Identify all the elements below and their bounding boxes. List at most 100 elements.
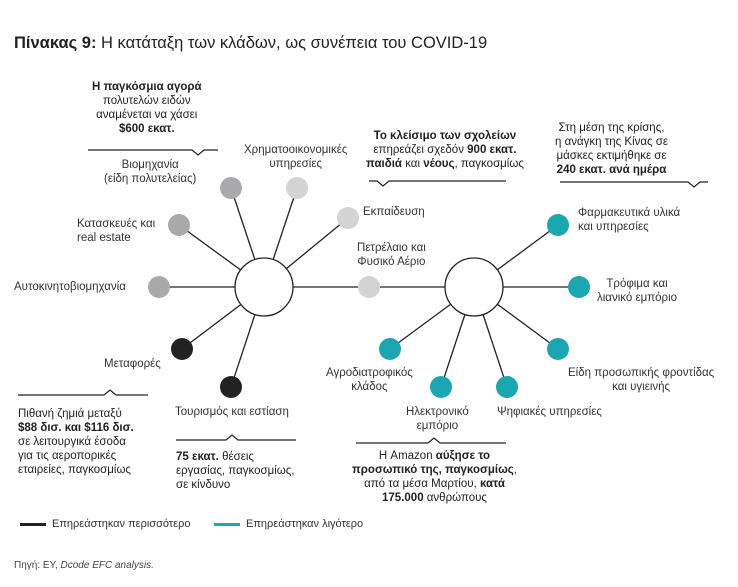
- note-airlines-l4: για τις αεροπορικές: [18, 450, 117, 462]
- node-construction: [168, 214, 190, 236]
- note-amazon-l2b: προσωπικό της, παγκοσμίως: [352, 464, 514, 476]
- legend-swatch-dark: [20, 523, 46, 526]
- node-digital: [496, 376, 518, 398]
- note-schools-l3a: και: [402, 158, 424, 170]
- note-amazon-l4: ανθρώπους: [423, 492, 487, 504]
- note-china: Στη μέση της κρίσης, η ανάγκη της Κίνας …: [555, 121, 668, 177]
- bracket-amazon: [356, 437, 506, 444]
- node-automotive: [148, 276, 170, 298]
- note-schools-l1: Το κλείσιμο των σχολείων: [373, 130, 517, 142]
- label-transport-text: Μεταφορές: [104, 358, 161, 370]
- note-airlines-l1: Πιθανή ζημιά μεταξύ: [18, 408, 122, 420]
- note-amazon-l1a: Η Amazon: [378, 450, 436, 462]
- note-amazon-l3b: κατά: [479, 478, 505, 490]
- note-amazon-l3a: από τα μέσα Μαρτίου,: [364, 478, 480, 490]
- label-digital: Ψηφιακές υπηρεσίες: [497, 405, 602, 419]
- note-china-l3: μάσκες εκτιμήθηκε σε: [556, 150, 667, 162]
- label-tourism-text: Τουρισμός και εστίαση: [175, 406, 289, 418]
- note-schools-l3b1: παιδιά: [366, 158, 402, 170]
- label-education: Εκπαίδευση: [363, 205, 425, 219]
- node-food: [568, 276, 590, 298]
- note-luxury-l2: πολυτελών ειδών: [102, 95, 191, 107]
- note-luxury: Η παγκόσμια αγορά πολυτελών ειδών αναμέν…: [92, 80, 202, 136]
- bracket-airlines: [18, 389, 148, 396]
- legend-label-most: Επηρεάστηκαν περισσότερο: [52, 518, 191, 530]
- note-china-l1: Στη μέση της κρίσης,: [558, 122, 665, 134]
- bracket-schools: [369, 180, 506, 187]
- node-industry: [220, 177, 242, 199]
- note-airlines-l2: $88 δισ. και $116 δισ.: [18, 422, 134, 434]
- node-oil-gas: [358, 276, 380, 298]
- legend-label-least: Επηρεάστηκαν λιγότερο: [246, 518, 364, 530]
- note-tourism-l3: σε κίνδυνο: [176, 479, 231, 491]
- node-education: [337, 207, 359, 229]
- bracket-china: [560, 181, 708, 188]
- label-automotive-text: Αυτοκινητοβιομηχανία: [14, 281, 126, 293]
- note-schools-l3b2: νέους: [423, 158, 455, 170]
- note-amazon-l2c: ,: [513, 464, 517, 476]
- label-transport: Μεταφορές: [104, 357, 161, 371]
- note-luxury-l4: $600 εκατ.: [118, 123, 175, 135]
- label-education-text: Εκπαίδευση: [363, 206, 425, 218]
- node-personal-care: [547, 338, 569, 360]
- note-amazon-l1b: αύξησε το: [435, 450, 491, 462]
- source-prefix: Πηγή: EY,: [14, 560, 61, 571]
- bracket-luxury: [88, 149, 218, 156]
- node-agrifood: [379, 338, 401, 360]
- note-tourism: 75 εκατ. θέσεις εργασίας, παγκοσμίως, σε…: [176, 450, 294, 492]
- label-tourism: Τουρισμός και εστίαση: [175, 405, 289, 419]
- note-china-l4: 240 εκατ. ανά ημέρα: [556, 164, 667, 176]
- label-automotive: Αυτοκινητοβιομηχανία: [14, 280, 126, 294]
- node-finance: [286, 177, 308, 199]
- source-note: Πηγή: EY, Dcode EFC analysis.: [14, 560, 154, 571]
- figure-title-prefix: Πίνακας 9:: [14, 34, 97, 52]
- note-schools-l3c: , παγκοσμίως: [454, 158, 524, 170]
- left-hub: [234, 257, 294, 317]
- source-italic: Dcode EFC analysis.: [60, 560, 154, 571]
- note-luxury-l1: Η παγκόσμια αγορά: [92, 81, 202, 93]
- note-amazon: Η Amazon αύξησε το προσωπικό της, παγκοσ…: [352, 449, 517, 505]
- note-luxury-l3: αναμένεται να χάσει: [96, 109, 198, 121]
- note-schools-l2b: 900 εκατ.: [467, 144, 517, 156]
- right-hub: [444, 257, 504, 317]
- label-industry: Βιομηχανία(είδη πολυτελείας): [104, 158, 196, 186]
- node-tourism: [220, 376, 242, 398]
- note-tourism-l1b: 75 εκατ.: [176, 451, 219, 463]
- figure-title: Πίνακας 9: Η κατάταξη των κλάδων, ως συν…: [14, 34, 487, 53]
- note-airlines-l3: σε λειτουργικά έσοδα: [18, 436, 126, 448]
- legend-swatch-teal: [214, 523, 240, 526]
- note-schools: Το κλείσιμο των σχολείων επηρεάζει σχεδό…: [366, 129, 524, 171]
- label-industry-text: Βιομηχανία(είδη πολυτελείας): [104, 159, 197, 185]
- note-china-l2: η ανάγκη της Κίνας σε: [555, 136, 668, 148]
- note-tourism-l2: εργασίας, παγκοσμίως,: [176, 465, 295, 477]
- node-transport: [171, 338, 193, 360]
- node-ecommerce: [430, 376, 452, 398]
- note-airlines: Πιθανή ζημιά μεταξύ $88 δισ. και $116 δι…: [18, 407, 134, 477]
- label-digital-text: Ψηφιακές υπηρεσίες: [497, 406, 602, 418]
- figure-title-text: Η κατάταξη των κλάδων, ως συνέπεια του C…: [96, 34, 488, 52]
- note-schools-l2a: επηρεάζει σχεδόν: [373, 144, 468, 156]
- note-tourism-l1: θέσεις: [218, 451, 254, 463]
- callout-brackets: [18, 149, 708, 444]
- bracket-tourism: [176, 434, 296, 441]
- note-airlines-l5: εταιρείες, παγκοσμίως: [18, 464, 131, 476]
- node-pharma: [547, 214, 569, 236]
- note-amazon-l4b: 175.000: [382, 492, 424, 504]
